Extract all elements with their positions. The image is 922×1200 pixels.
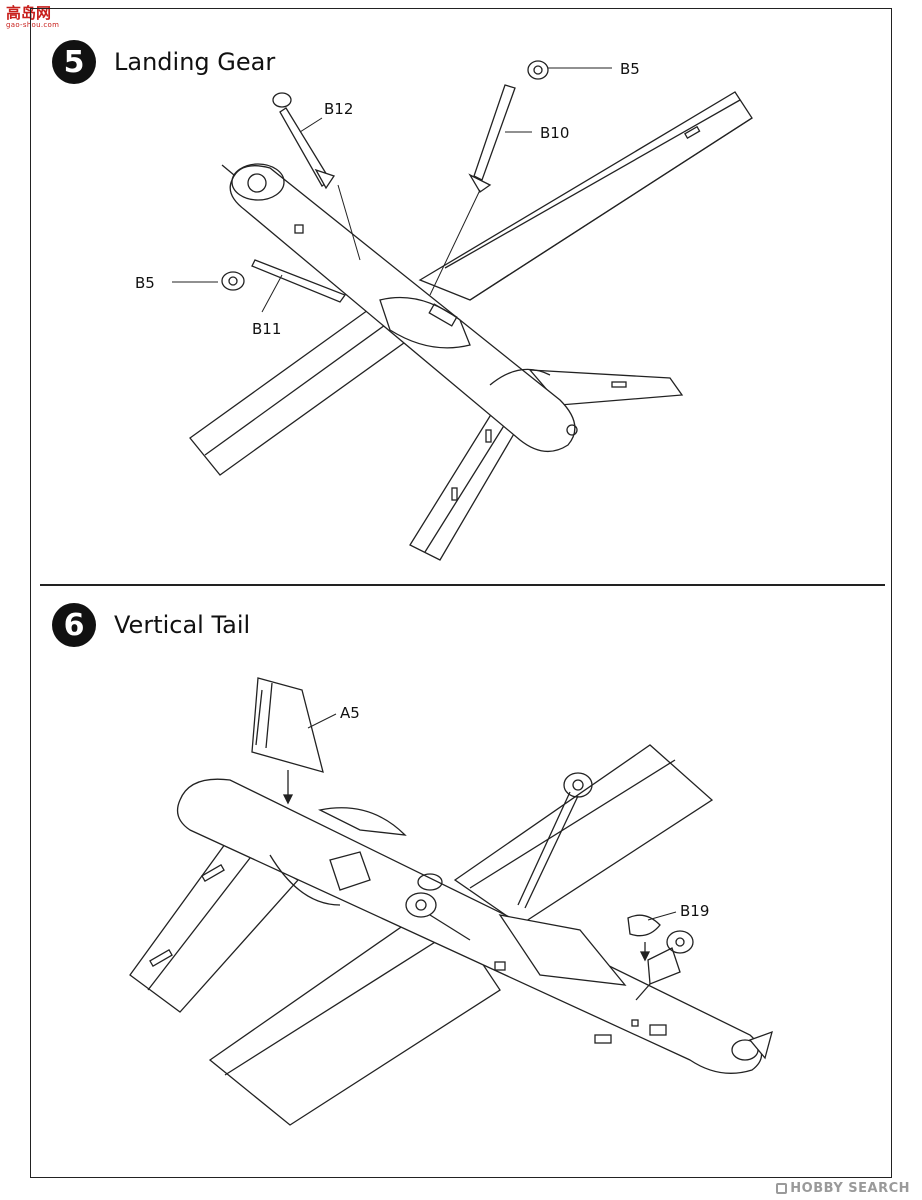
- watermark-logo-icon: [776, 1183, 788, 1194]
- watermark: HOBBY SEARCH: [776, 1181, 910, 1196]
- callout-b12: B12: [324, 100, 353, 118]
- main-gear-right: [517, 772, 593, 909]
- callout-b5-lower: B5: [135, 274, 155, 292]
- site-logo-text: 高岛网: [6, 4, 52, 22]
- part-b12-strut: [272, 92, 336, 190]
- step-6-title: Vertical Tail: [114, 611, 251, 639]
- main-gear-left: [405, 892, 471, 941]
- aircraft-underside-view: [189, 91, 753, 561]
- step-5-leader-lines: [172, 67, 612, 313]
- part-b10-strut: [468, 60, 549, 193]
- part-b11-strut: [221, 259, 347, 303]
- step-divider: [40, 584, 885, 586]
- site-logo-sub: gao-shou.com: [6, 21, 60, 29]
- step-6-header: 6 Vertical Tail: [52, 603, 250, 647]
- callout-b5-upper: B5: [620, 60, 640, 78]
- step-6-leader-lines: [307, 713, 677, 921]
- step-5-title: Landing Gear: [114, 48, 276, 76]
- part-a5-vertical-tail: [251, 677, 324, 805]
- step-6-number: 6: [52, 603, 96, 647]
- step-5-header: 5 Landing Gear: [52, 40, 275, 84]
- part-b19: [627, 914, 694, 1001]
- callout-b19: B19: [680, 902, 709, 920]
- step-5-number: 5: [52, 40, 96, 84]
- watermark-text: HOBBY SEARCH: [790, 1181, 910, 1196]
- page-frame: [30, 8, 892, 1178]
- site-logo: 高岛网 gao-shou.com: [6, 6, 59, 29]
- callout-b10: B10: [540, 124, 569, 142]
- callout-b11: B11: [252, 320, 281, 338]
- aircraft-underside-view-with-gear: [129, 744, 773, 1126]
- callout-a5: A5: [340, 704, 360, 722]
